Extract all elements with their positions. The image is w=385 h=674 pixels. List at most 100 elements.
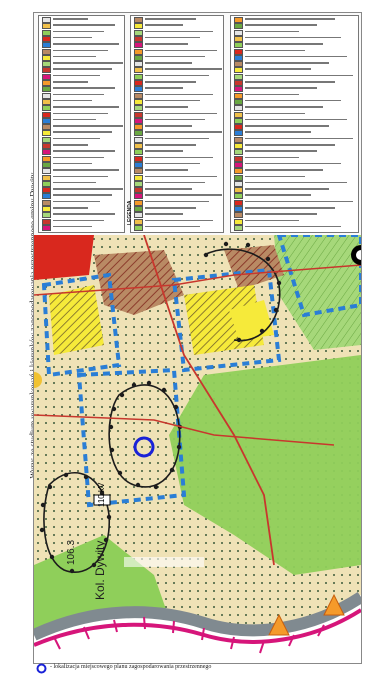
legend-entry-line — [245, 36, 341, 39]
legend-entry-line — [145, 175, 218, 177]
legend-entry-line — [145, 200, 209, 203]
legend-swatch — [42, 23, 51, 30]
legend-entry-line — [53, 175, 108, 177]
legend-entry-line — [53, 219, 104, 222]
legend-panel: LEGENDA — [34, 13, 361, 236]
legend-swatch — [134, 136, 143, 143]
legend-entry-line — [145, 118, 205, 121]
legend-entry-line — [53, 162, 92, 165]
legend-swatch — [234, 149, 243, 156]
legend-swatch — [234, 155, 243, 162]
legend-entry-line — [53, 156, 104, 159]
red-line-1 — [34, 264, 361, 296]
legend-column-3 — [230, 15, 359, 233]
legend-swatch — [134, 23, 143, 30]
legend-swatch — [134, 54, 143, 61]
legend-entry-line — [245, 188, 329, 190]
legend-swatch — [42, 86, 51, 93]
legend-swatch — [234, 23, 243, 30]
legend-entry-line — [245, 112, 305, 114]
footer-legend: - lokalizacja miejscowego planu zagospod… — [36, 663, 366, 674]
legend-swatch — [42, 149, 51, 156]
legend-entry-line — [53, 43, 120, 45]
elevation-label: 106.3 — [66, 540, 77, 565]
legend-swatch — [42, 48, 51, 55]
legend-swatch — [234, 143, 243, 149]
legend-swatch — [234, 61, 243, 68]
plan-location-icon — [36, 663, 47, 674]
legend-swatch — [134, 130, 143, 137]
legend-entry-line — [245, 162, 341, 165]
legend-entry-line — [53, 169, 120, 171]
legend-swatch — [42, 92, 51, 99]
legend-swatch — [234, 212, 243, 219]
blue-boundary-2 — [171, 267, 282, 373]
legend-swatch — [42, 199, 51, 206]
legend-entry-line — [245, 81, 335, 83]
legend-entry-line — [53, 112, 108, 114]
legend-swatch — [234, 199, 243, 206]
green-hatched-area — [274, 235, 361, 350]
legend-entry-line — [53, 30, 104, 33]
legend-entry-line — [53, 24, 116, 26]
red-hatched-area-east — [224, 245, 284, 290]
legend-entry-line — [53, 93, 104, 96]
legend-entry-line — [53, 144, 89, 146]
legend-entry-line — [145, 49, 218, 51]
legend-swatch — [234, 98, 243, 105]
legend-swatch — [42, 224, 51, 231]
legend-entry-line — [53, 150, 116, 152]
legend-swatch — [234, 130, 243, 137]
legend-swatch — [42, 98, 51, 105]
legend-entry-line — [245, 169, 323, 171]
legend-swatch — [134, 117, 143, 124]
legend-swatch — [134, 212, 143, 219]
legend-column-1 — [38, 15, 125, 233]
legend-entry-line — [145, 30, 213, 33]
legend-swatch — [234, 117, 243, 124]
legend-swatch — [42, 155, 51, 162]
legend-swatch — [234, 206, 243, 212]
legend-swatch — [42, 29, 51, 36]
legend-swatch — [134, 29, 143, 36]
legend-swatch — [234, 168, 243, 175]
legend-swatch — [134, 224, 143, 231]
legend-entry-line — [145, 106, 188, 108]
legend-entry-line — [145, 125, 192, 127]
orange-triangle-2 — [323, 593, 345, 616]
legend-entry-line — [245, 144, 335, 146]
legend-entry-line — [245, 194, 311, 196]
legend-swatch — [134, 149, 143, 156]
legend-swatch — [234, 67, 243, 74]
legend-entry-line — [145, 62, 192, 64]
legend-entry-line — [53, 106, 120, 108]
legend-swatch — [42, 180, 51, 187]
legend-swatch — [234, 193, 243, 200]
legend-swatch — [134, 17, 143, 23]
legend-entry-line — [145, 93, 213, 96]
legend-swatch — [42, 67, 51, 74]
blue-boundary-1 — [41, 272, 122, 378]
legend-entry-line — [53, 62, 124, 64]
legend-swatch — [234, 17, 243, 23]
legend-swatch — [134, 174, 143, 181]
legend-entry-line — [245, 99, 341, 102]
legend-swatch — [234, 86, 243, 93]
map-view: 106.3 Kol. Dywity 110 kV — [34, 235, 361, 661]
legend-entry-line — [53, 36, 92, 39]
legend-entry-line — [145, 55, 205, 58]
legend-entry-line — [245, 156, 299, 159]
legend-swatch — [234, 187, 243, 194]
green-area-east — [169, 355, 361, 575]
legend-entry-line — [145, 87, 184, 89]
legend-entry-line — [245, 68, 311, 70]
legend-entry-line — [53, 181, 96, 184]
legend-entry-line — [145, 68, 222, 70]
power-line-label: 110 kV — [97, 482, 106, 507]
legend-entry-line — [145, 24, 184, 26]
blue-boundary-3 — [76, 367, 187, 508]
legend-entry-line — [245, 137, 353, 140]
legend-swatch — [234, 92, 243, 99]
legend-entry-line — [245, 175, 305, 177]
legend-swatch — [134, 73, 143, 80]
